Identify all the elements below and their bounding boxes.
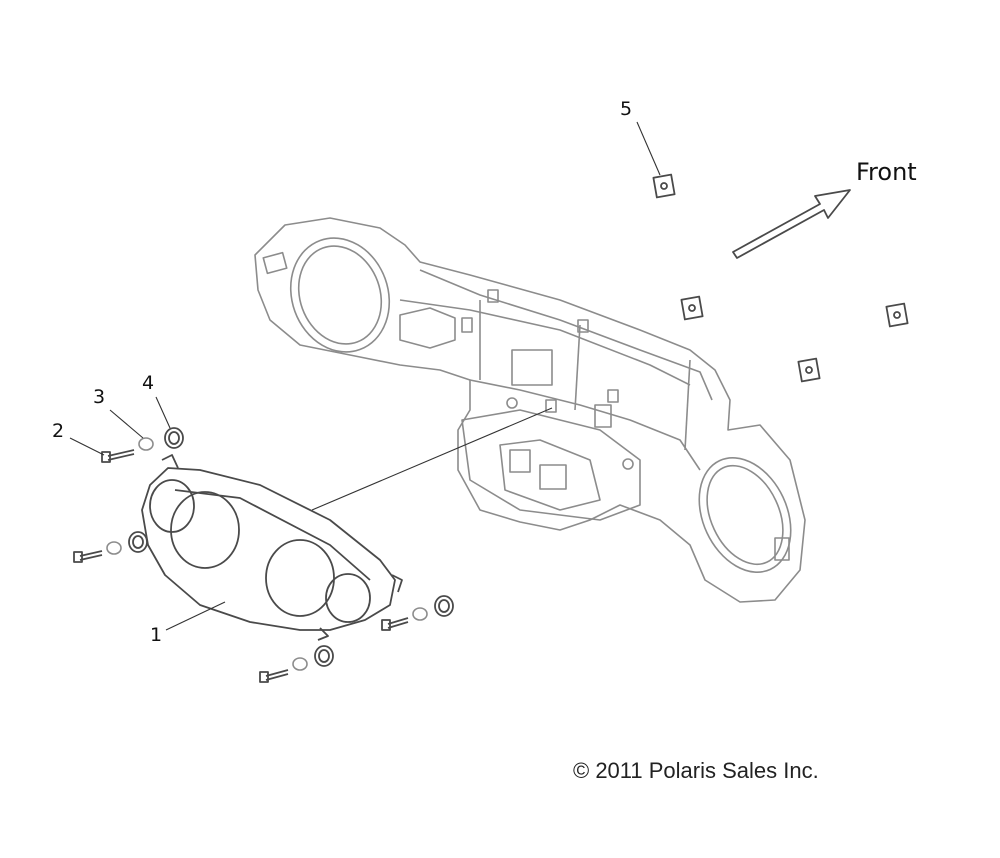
callout-2: 2 [52, 420, 105, 456]
front-label: Front [856, 158, 917, 186]
screw-set-right [381, 595, 454, 631]
speed-nut-top [652, 173, 676, 199]
callout-1: 1 [150, 601, 226, 646]
callout-number-4: 4 [142, 372, 154, 394]
front-direction-arrow [732, 189, 851, 259]
callout-4: 4 [142, 372, 171, 429]
speed-nut-lower [797, 357, 821, 383]
screw-set-bottom [259, 645, 334, 683]
dash-panel-housing [254, 217, 806, 603]
callout-number-1: 1 [150, 624, 162, 646]
callout-5: 5 [620, 98, 661, 176]
screw-set-top [101, 427, 184, 463]
screw-set-left [73, 531, 148, 563]
instrument-cluster [141, 454, 403, 641]
callout-number-2: 2 [52, 420, 64, 442]
callout-number-5: 5 [620, 98, 632, 120]
speed-nut-right [885, 302, 909, 328]
assembly-leader-line [311, 407, 553, 511]
speed-nut-mid-left [680, 295, 704, 321]
callout-number-3: 3 [93, 386, 105, 408]
callout-3: 3 [93, 386, 144, 439]
copyright-notice: © 2011 Polaris Sales Inc. [573, 758, 819, 783]
